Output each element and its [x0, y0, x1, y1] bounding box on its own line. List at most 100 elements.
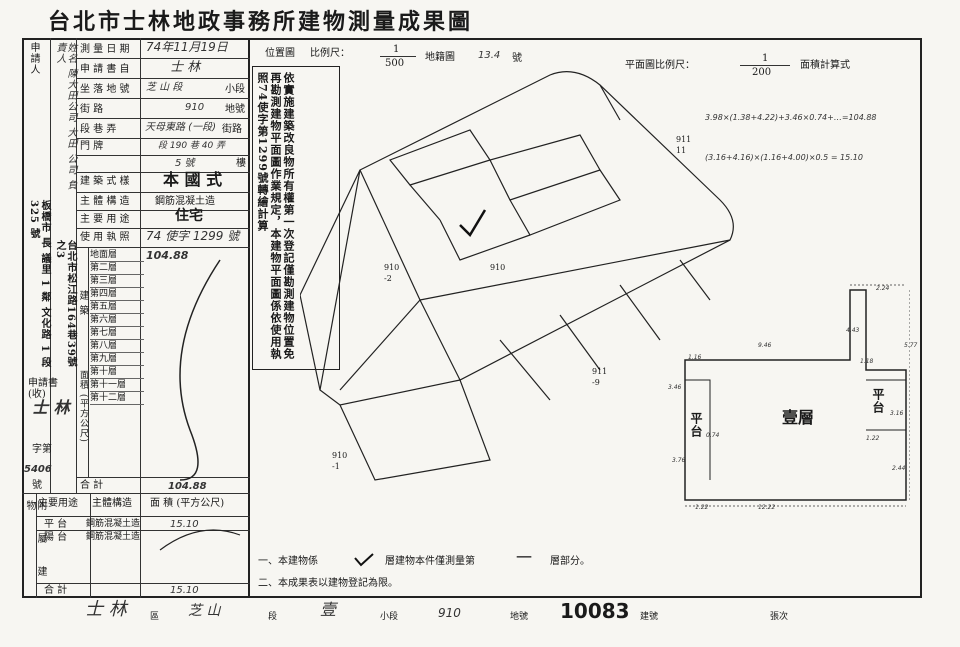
row-line: [76, 192, 250, 193]
owner-name: 姓名 陳大田公司 大田 公司 負責人: [54, 42, 76, 191]
row-line: [76, 172, 250, 173]
structure-label: 主 體 構 造: [80, 196, 130, 207]
note-line2: 二、本成果表以建物登記為限。: [258, 578, 398, 589]
fraction-bar: [380, 56, 416, 57]
area-label: 面積 (平方公尺): [78, 370, 88, 443]
footer-sheet-label: 張次: [770, 612, 789, 622]
footer-district-label: 區: [150, 612, 160, 622]
position-map-label: 位置圖: [265, 48, 295, 59]
position-scale-label: 比例尺：: [310, 48, 350, 59]
position-scale-den: 500: [385, 58, 405, 69]
check-mark-icon: [354, 553, 374, 567]
floor-row: 第四層: [90, 289, 144, 301]
permit-label: 使 用 執 照: [80, 232, 130, 243]
lane-label: 段 巷 弄: [80, 124, 117, 135]
location-label: 坐 落 地 號: [80, 84, 130, 95]
handwritten-mark: [159, 259, 241, 551]
position-map-drawing: [300, 71, 734, 481]
dimension-label: 3.16: [890, 410, 904, 417]
attached-row1-structure: 鋼筋混凝土造: [86, 519, 141, 529]
dimension-label: 1.22: [695, 504, 709, 511]
floor-row: 第九層: [90, 354, 144, 366]
row-line: [76, 118, 250, 119]
dimension-label: 4.43: [846, 327, 860, 334]
use-label: 主 要 用 途: [80, 214, 130, 225]
plan-scale-den: 200: [752, 67, 772, 78]
document-title: 台北市士林地政事務所建物測量成果圖: [48, 9, 474, 35]
platform-left: 平台: [689, 412, 703, 438]
plan-scale-label: 平面圖比例尺：: [625, 60, 695, 71]
notice-text: 依實施建築改良物所有權第一次登記僅勘測建物位置免再勘測建物平面圖作業規定，本建物…: [256, 72, 295, 360]
dimension-label: 1.16: [688, 354, 702, 361]
attached-total-label: 合 計: [44, 585, 68, 596]
street-value: 天母東路 (一段): [145, 122, 216, 133]
cadastral-map-no: 13.4: [478, 50, 501, 61]
row-line: [76, 247, 250, 248]
fraction-bar: [740, 65, 790, 66]
floor-label: 壹層: [782, 408, 815, 427]
dimension-label: 3.76: [672, 457, 686, 464]
floor-row: 第五層: [90, 302, 144, 314]
plan-scale-num: 1: [762, 53, 769, 64]
footer-subsection-label: 小段: [380, 612, 399, 622]
dimension-label: 1.18: [860, 358, 874, 365]
note-line1d: 層部分。: [550, 556, 590, 567]
building-address: 台北市松江路164巷39號之3: [54, 240, 76, 368]
ground-area: 104.88: [146, 249, 189, 262]
attached-row2-use: 陽 台: [44, 532, 68, 543]
row-line: [76, 78, 250, 79]
use-value: 住宅: [175, 208, 203, 224]
structure-value: 鋼筋混凝土造: [155, 196, 215, 207]
row-line: [36, 516, 250, 517]
row-line: [76, 210, 250, 211]
attached-header-use: 主要用途: [38, 498, 78, 509]
divider: [88, 247, 89, 477]
dimension-label: 5.77: [904, 342, 918, 349]
parcel-label: 地號: [225, 104, 245, 115]
receipt-place: 士 林: [32, 398, 70, 417]
note-line1a: 一、本建物係: [258, 556, 318, 567]
attached-row1-use: 平 台: [44, 519, 68, 530]
footer-parcel: 910: [438, 606, 461, 620]
dimension-label: 3.46: [668, 384, 682, 391]
row-line: [76, 155, 250, 156]
platform-right: 平台: [871, 388, 885, 414]
notice-box: [252, 66, 340, 370]
footer-parcel-label: 地號: [510, 612, 529, 622]
attached-total-area: 15.10: [170, 585, 199, 596]
floor-plan-drawing: [684, 284, 910, 507]
parcel-910-1: 910 -1: [332, 451, 348, 471]
footer-section: 芝 山: [188, 603, 221, 619]
dimension-label: 1.22: [866, 435, 880, 442]
attached-header-area: 面 積 (平方公尺): [150, 498, 225, 509]
door-label: 門 牌: [80, 141, 104, 152]
parcel-911-11: 911 11: [676, 135, 692, 155]
attached-row1-area: 15.10: [170, 519, 199, 530]
floor-row: 第十層: [90, 367, 144, 379]
parcel-910-2: 910 -2: [384, 263, 400, 283]
application-label: 申 請 書 自: [80, 64, 130, 75]
floor-row: 第六層: [90, 315, 144, 327]
district-value: 芝 山 段: [146, 82, 183, 93]
dimension-label: 0.74: [706, 432, 720, 439]
area-formula-2: (3.16+4.16)×(1.16+4.00)×0.5 = 15.10: [705, 153, 863, 162]
footer-district: 士 林: [85, 599, 127, 620]
dimension-label: 12.22: [758, 504, 776, 511]
dimension-label: 9.46: [758, 342, 772, 349]
street-label: 街 路: [80, 104, 104, 115]
section-label: 小段: [225, 84, 245, 95]
divider: [36, 493, 37, 598]
left-panel: [22, 38, 250, 598]
attached-header-structure: 主體構造: [92, 498, 132, 509]
divider: [90, 493, 91, 598]
receipt-number: 5406: [24, 464, 52, 475]
survey-date-value: 74年11月19日: [146, 40, 228, 54]
parcel-911-9: 911 -9: [592, 367, 608, 387]
floor-suffix: 樓: [236, 158, 246, 169]
divider: [76, 38, 77, 493]
cadastral-map-label: 地籍圖: [425, 52, 455, 63]
floor-row: 第十二層: [90, 393, 144, 405]
note-line1b: 層建物本件僅測量第: [385, 556, 475, 567]
applicant-label: 申請人: [28, 42, 39, 75]
parcel-910: 910: [490, 263, 506, 272]
